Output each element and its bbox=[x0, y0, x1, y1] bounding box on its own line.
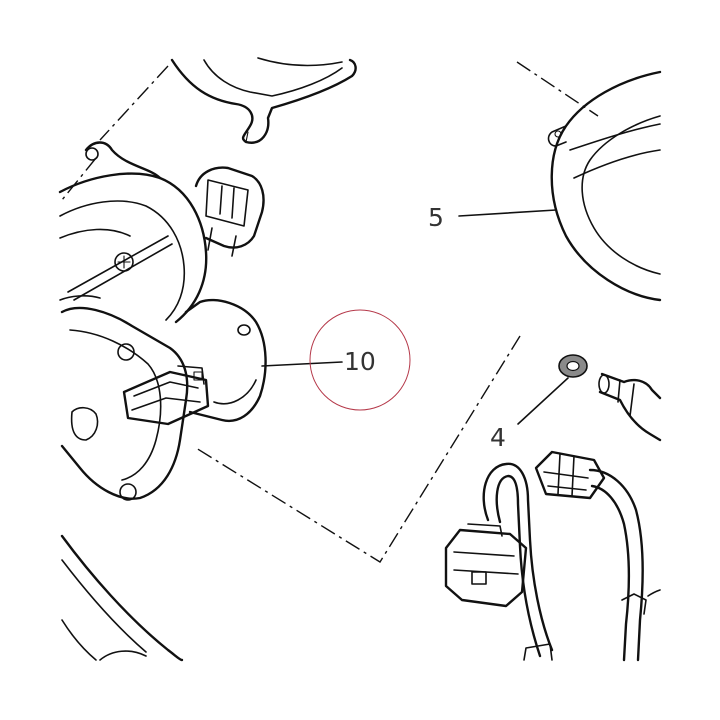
housing-connector bbox=[194, 166, 265, 257]
callout-4: 4 bbox=[490, 423, 506, 452]
top-bracket-part bbox=[170, 57, 357, 144]
callout-10: 10 bbox=[344, 347, 376, 376]
highlight-circle bbox=[309, 309, 411, 411]
motor-actuator bbox=[60, 298, 267, 501]
wiring-harness bbox=[444, 450, 661, 662]
duct-part-5 bbox=[547, 70, 662, 302]
sensor-part bbox=[598, 372, 662, 442]
washer-part-4 bbox=[558, 354, 588, 378]
throttle-body-housing bbox=[58, 141, 208, 324]
lower-left-base bbox=[60, 534, 184, 662]
callout-5: 5 bbox=[428, 203, 444, 232]
leader-lines bbox=[261, 209, 569, 425]
